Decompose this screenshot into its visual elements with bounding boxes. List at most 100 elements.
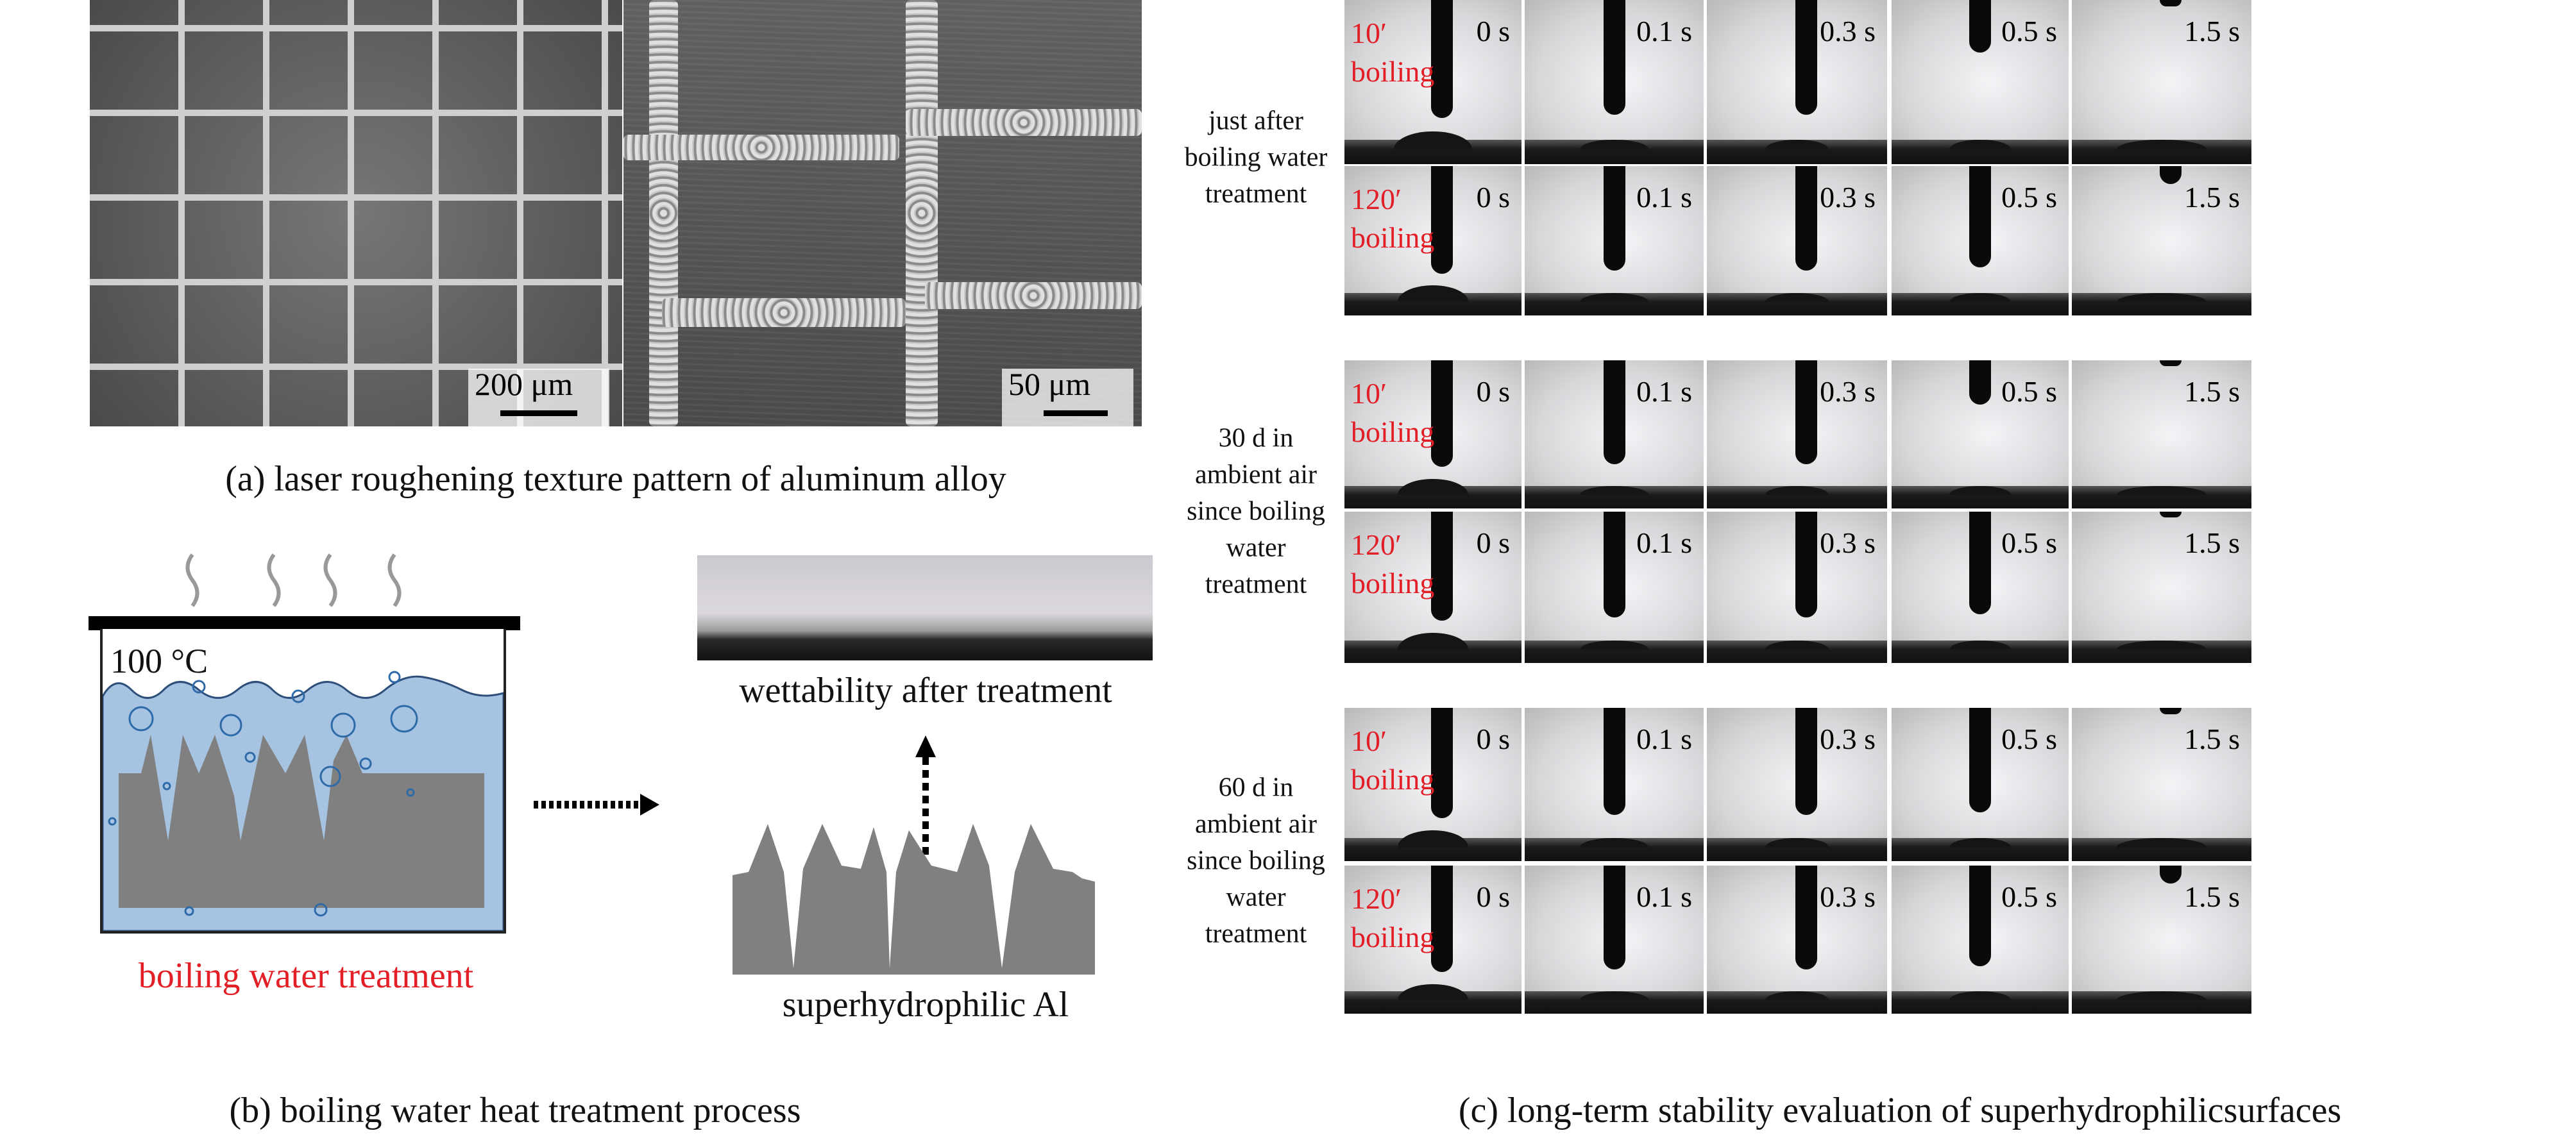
treatment-time-tag-line: 10′	[1351, 377, 1387, 410]
texture-ridge	[649, 0, 678, 426]
water-droplet	[1580, 991, 1648, 1001]
dispensing-needle	[1969, 0, 1991, 53]
treatment-time-tag-line: 120′	[1351, 528, 1402, 561]
dispensing-needle	[1603, 360, 1625, 464]
water-droplet	[1765, 139, 1829, 149]
dispensing-needle	[1969, 360, 1991, 405]
droplet-frame: 0.3 s	[1707, 0, 1887, 164]
dispensing-needle	[1795, 0, 1817, 115]
droplet-frame: 0.5 s	[1892, 360, 2069, 508]
dispensing-needle	[1603, 866, 1625, 969]
right-arrow-icon	[534, 794, 659, 816]
treatment-time-tag: 120′boiling	[1351, 526, 1434, 603]
group-label-line: water	[1226, 533, 1286, 563]
elapsed-time-label: 0.5 s	[2001, 723, 2057, 755]
elapsed-time-label: 0.3 s	[1820, 880, 1876, 913]
elapsed-time-label: 0.1 s	[1636, 723, 1692, 755]
elapsed-time-label: 0.1 s	[1636, 375, 1692, 408]
droplet-frame: 1.5 s	[2072, 360, 2251, 508]
droplet-frame: 0.5 s	[1892, 708, 2069, 861]
elapsed-time-label: 1.5 s	[2184, 880, 2240, 913]
dispensing-needle	[1430, 866, 1453, 973]
droplet-frame: 0.1 s	[1525, 0, 1704, 164]
droplet-frame: 0.3 s	[1707, 360, 1887, 508]
treatment-time-tag: 10′boiling	[1351, 14, 1434, 91]
droplet-frame: 0.3 s	[1707, 866, 1887, 1014]
dispensing-needle	[1430, 512, 1453, 621]
elapsed-time-label: 0 s	[1476, 15, 1510, 47]
water-droplet	[1397, 830, 1469, 848]
water-droplet	[2117, 486, 2207, 496]
water-droplet	[1949, 139, 2012, 149]
elapsed-time-label: 0.5 s	[2001, 526, 2057, 559]
up-arrow-icon	[915, 735, 936, 856]
water-droplet	[1580, 139, 1648, 149]
scale-bar	[500, 410, 577, 416]
dispensing-needle	[2160, 866, 2182, 884]
dispensing-needle	[1969, 866, 1991, 967]
water-droplet	[1949, 991, 2012, 1001]
elapsed-time-label: 1.5 s	[2184, 723, 2240, 755]
treatment-time-tag-line: 10′	[1351, 725, 1387, 757]
water-droplet	[1580, 640, 1648, 650]
elapsed-time-label: 0.3 s	[1820, 526, 1876, 559]
droplet-frame: 0.5 s	[1892, 866, 2069, 1014]
elapsed-time-label: 0.3 s	[1820, 15, 1876, 47]
elapsed-time-label: 0.5 s	[2001, 375, 2057, 408]
sem-image-low-magnification: 200 μm	[90, 0, 622, 426]
elapsed-time-label: 0.5 s	[2001, 181, 2057, 214]
elapsed-time-label: 0 s	[1476, 375, 1510, 408]
texture-ridge	[906, 0, 938, 426]
treatment-time-tag-line: boiling	[1351, 55, 1435, 88]
treatment-time-tag-line: boiling	[1351, 763, 1435, 796]
water-droplet	[1949, 486, 2012, 496]
water-and-metal-illustration	[103, 671, 504, 931]
water-droplet	[1580, 838, 1648, 848]
droplet-frame: 0.5 s	[1892, 512, 2069, 663]
water-droplet	[1397, 285, 1469, 303]
temperature-label: 100 °C	[110, 642, 208, 680]
dispensing-needle	[2160, 0, 2182, 7]
group-label-line: boiling water	[1184, 142, 1328, 172]
dispensing-needle	[1430, 0, 1453, 119]
group-label-line: since boiling	[1187, 496, 1325, 526]
elapsed-time-label: 0.1 s	[1636, 880, 1692, 913]
droplet-frame: 0.5 s	[1892, 166, 2069, 315]
droplet-frame: 0.1 s	[1525, 166, 1704, 315]
water-droplet	[1580, 486, 1648, 496]
group-label-line: 60 d in	[1218, 773, 1294, 802]
water-droplet	[1949, 838, 2012, 848]
caption-c: (c) long-term stability evaluation of su…	[1458, 1091, 2342, 1130]
surface-label: superhydrophilic Al	[782, 985, 1069, 1025]
dispensing-needle	[2160, 360, 2182, 367]
scale-bar-background	[468, 369, 609, 426]
droplet-frame: 1.5 s	[2072, 512, 2251, 663]
water-droplet	[1765, 293, 1829, 303]
elapsed-time-label: 0.1 s	[1636, 181, 1692, 214]
dispensing-needle	[1969, 512, 1991, 615]
elapsed-time-label: 0.1 s	[1636, 15, 1692, 47]
treatment-time-tag-line: boiling	[1351, 921, 1435, 953]
elapsed-time-label: 0.5 s	[2001, 880, 2057, 913]
droplet-frame: 10′boiling 0 s	[1344, 0, 1521, 164]
scale-bar	[1044, 410, 1108, 416]
treatment-time-tag: 120′boiling	[1351, 180, 1434, 257]
treatment-time-tag-line: boiling	[1351, 415, 1435, 448]
droplet-frame: 1.5 s	[2072, 708, 2251, 861]
droplet-frame: 10′ boiling 0 s	[1344, 360, 1521, 508]
water-droplet	[1765, 838, 1829, 848]
dispensing-needle	[1795, 166, 1817, 271]
droplet-frame: 0.1 s	[1525, 512, 1704, 663]
group-label-line: just after	[1208, 106, 1304, 136]
group-label-line: water	[1226, 882, 1286, 912]
water-droplet	[1949, 293, 2012, 303]
droplet-frame: 0.5 s	[1892, 0, 2069, 164]
water-droplet	[2117, 139, 2207, 149]
group-label-line: since boiling	[1187, 846, 1325, 875]
treatment-time-tag-line: 120′	[1351, 183, 1402, 215]
